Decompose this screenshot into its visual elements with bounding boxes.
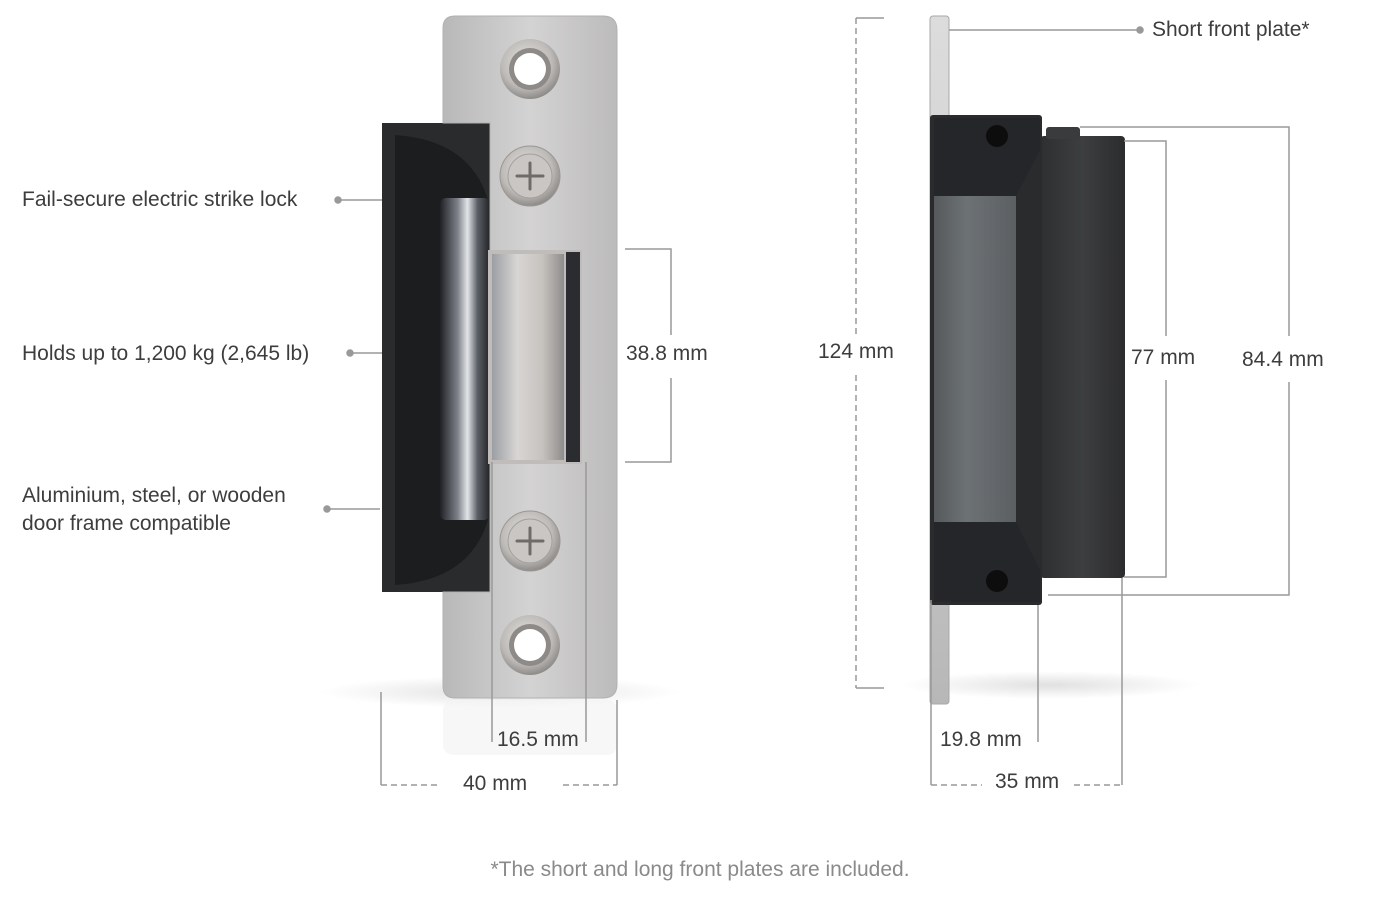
- side-hole-bottom: [986, 570, 1008, 592]
- callout-holds: Holds up to 1,200 kg (2,645 lb): [22, 342, 310, 365]
- side-lower-wedge: [934, 522, 1040, 602]
- dim-side-depth-small: 19.8 mm: [940, 728, 1022, 751]
- dim-total-height: 124 mm: [818, 340, 894, 363]
- callout-short-plate: Short front plate*: [1152, 18, 1310, 41]
- side-hole-top: [986, 125, 1008, 147]
- side-shadow: [900, 671, 1200, 699]
- callout-fail-secure: Fail-secure electric strike lock: [22, 188, 298, 211]
- front-reflection: [443, 700, 617, 755]
- dim-body-height: 77 mm: [1131, 346, 1196, 369]
- side-rear-cap: [1046, 127, 1080, 139]
- dimension-lines: [380, 17, 1290, 786]
- dim-opening-width: 16.5 mm: [497, 728, 579, 751]
- side-upper-wedge: [934, 118, 1040, 196]
- dim-opening-height: 38.8 mm: [626, 342, 708, 365]
- dim-front-width: 40 mm: [463, 772, 528, 795]
- front-mount-hole-bottom: [500, 615, 560, 675]
- front-mount-hole-top: [500, 39, 560, 99]
- footnote: *The short and long front plates are inc…: [490, 858, 910, 881]
- front-screw-top: [499, 145, 561, 207]
- dim-housing-height: 84.4 mm: [1242, 348, 1324, 371]
- side-rear-housing: [1040, 136, 1125, 578]
- front-screw-bottom: [499, 510, 561, 572]
- callout-frame-line2: door frame compatible: [22, 512, 231, 535]
- side-grey-face: [934, 196, 1016, 522]
- callout-leaders: [323, 26, 1144, 513]
- side-view: [900, 15, 1200, 705]
- front-view: [320, 15, 680, 755]
- dim-side-depth: 35 mm: [995, 770, 1060, 793]
- front-latch: [440, 198, 490, 520]
- front-keeper-edge: [566, 252, 580, 462]
- callout-frame-line1: Aluminium, steel, or wooden: [22, 484, 286, 507]
- front-keeper-face: [492, 254, 564, 460]
